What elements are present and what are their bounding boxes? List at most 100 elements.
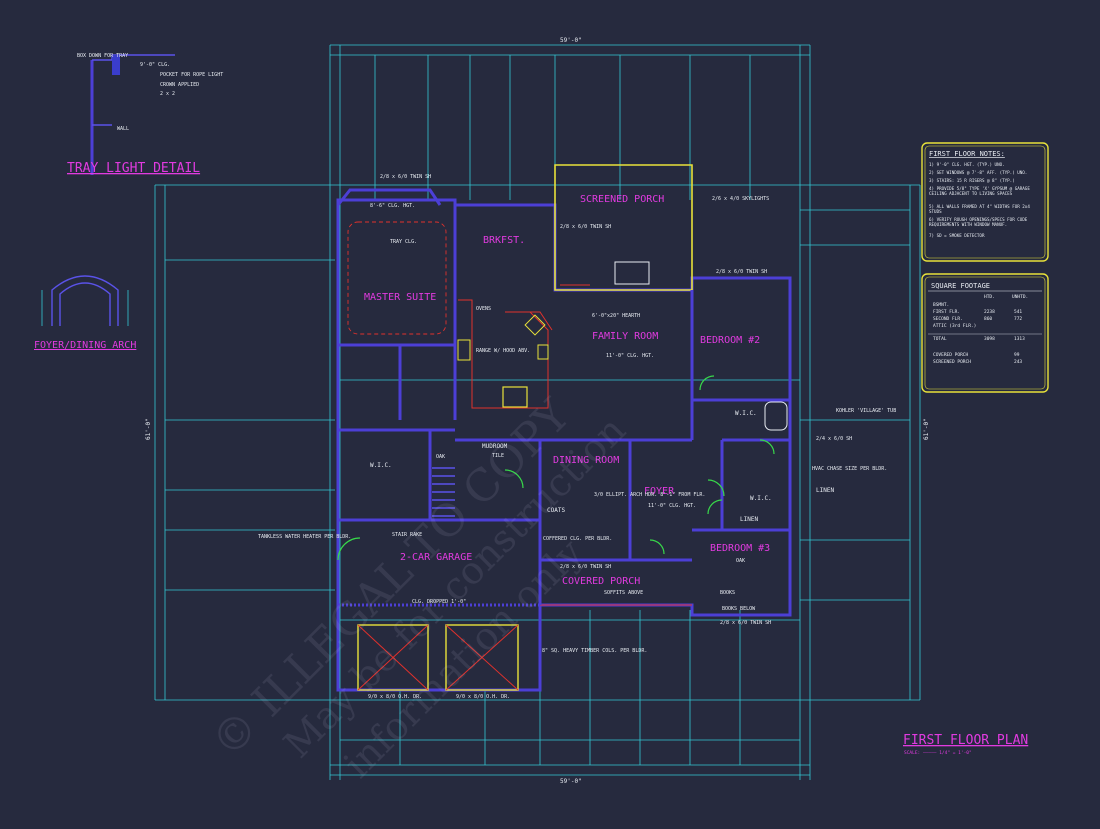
note-tub: KOHLER 'VILLAGE' TUB	[836, 408, 896, 414]
notes-title: FIRST FLOOR NOTES:	[929, 150, 1005, 158]
note-coats: COATS	[547, 507, 565, 514]
plan-title-block: FIRST FLOOR PLAN SCALE: ————— 1/4" = 1'-…	[903, 733, 1028, 756]
sqft-row-1-unhtd: 541	[1014, 309, 1022, 315]
label-bedroom-2: BEDROOM #2	[700, 335, 760, 346]
tray-note-3: POCKET FOR ROPE LIGHT	[160, 72, 223, 78]
note-tray-clg: TRAY CLG.	[390, 239, 417, 245]
note-hearth: 6'-0"x20" HEARTH	[592, 313, 640, 319]
label-master-suite: MASTER SUITE	[364, 292, 436, 303]
sqft-row-6-unhtd: 243	[1014, 359, 1022, 365]
label-covered-porch: COVERED PORCH	[562, 576, 640, 587]
sqft-row-2-htd: 860	[984, 316, 992, 322]
note-books: BOOKS	[720, 590, 735, 596]
room-notes: 8'-6" CLG. HGT. TRAY CLG. 11'-0" CLG. HG…	[258, 174, 896, 700]
sqft-row-0-label: BSMNT.	[933, 302, 949, 308]
plan-title: FIRST FLOOR PLAN	[903, 733, 1028, 748]
label-screened-porch: SCREENED PORCH	[580, 194, 664, 205]
sqft-title: SQUARE FOOTAGE	[931, 282, 990, 290]
sqft-row-3-label: ATTIC (3rd FLR.)	[933, 323, 976, 329]
sqft-col-unhtd: UNHTD.	[1012, 294, 1028, 300]
note-books-below: BOOKS BELOW	[722, 606, 756, 612]
note-wic-bed3: W.I.C.	[750, 495, 772, 502]
note-ohdoor-left: 9/0 x 8/0 O.H. DR.	[368, 694, 422, 700]
note-tile: TILE	[492, 453, 504, 459]
dim-left-overall: 61'-0"	[145, 418, 152, 440]
note-coffered: COFFERED CLG. PER BLDR.	[543, 536, 612, 542]
sqft-row-5-unhtd: 99	[1014, 352, 1020, 358]
note-skylights: 2/6 x 4/0 SKYLIGHTS	[712, 196, 769, 202]
note-door-porch: 2/8 x 6/0 TWIN SH	[560, 224, 611, 230]
dim-top-overall: 59'-0"	[560, 37, 582, 44]
room-labels: MASTER SUITE BRKFST. SCREENED PORCH FAMI…	[364, 194, 770, 587]
note-door-master: 2/8 x 6/0 TWIN SH	[380, 174, 431, 180]
sqft-row-1-label: FIRST FLR.	[933, 309, 960, 315]
sqft-row-4-unhtd: 1313	[1014, 336, 1025, 342]
tray-note-6: WALL	[117, 126, 129, 132]
sqft-row-4-htd: 3098	[984, 336, 995, 342]
note-master-clg: 8'-6" CLG. HGT.	[370, 203, 415, 209]
note-oak-bed3: OAK	[736, 558, 745, 564]
note-window-sh: 2/4 x 6/0 SH	[816, 436, 852, 442]
note-dining-arch: 3/0 ELLIPT. ARCH HDR. 8'-1" FROM FLR.	[594, 492, 705, 498]
plan-scale: SCALE: ————— 1/4" = 1'-0"	[904, 750, 972, 756]
tray-light-detail: BOX DOWN FOR TRAY 9'-0" CLG. POCKET FOR …	[67, 53, 223, 176]
dimension-labels: 59'-0" 59'-0" 61'-0" 61'-0"	[145, 37, 930, 785]
tray-note-5: 2 x 2	[160, 91, 175, 97]
note-ohdoor-right: 9/0 x 8/0 O.H. DR.	[456, 694, 510, 700]
interior-walls	[338, 205, 790, 607]
note-oak-stair: OAK	[436, 454, 445, 460]
tray-note-1: BOX DOWN FOR TRAY	[77, 53, 128, 59]
first-floor-notes: FIRST FLOOR NOTES: 1) 9'-0" CLG. HGT. (T…	[921, 142, 1049, 262]
notes-line-7: 7) SD = SMOKE DETECTOR	[929, 233, 985, 238]
watermark-line-2: May be for construction	[275, 408, 634, 767]
note-hvac: HVAC CHASE SIZE PER BLDR.	[812, 466, 887, 472]
label-brkfst: BRKFST.	[483, 235, 525, 246]
arch-detail: FOYER/DINING ARCH	[34, 275, 136, 351]
arch-detail-title: FOYER/DINING ARCH	[34, 340, 136, 351]
dimension-lines	[154, 44, 921, 780]
label-bedroom-3: BEDROOM #3	[710, 543, 770, 554]
note-linen: LINEN	[740, 516, 758, 523]
sqft-row-2-unhtd: 772	[1014, 316, 1022, 322]
note-covered-cols: 8" SQ. HEAVY TIMBER COLS. PER BLDR.	[542, 648, 647, 654]
notes-line-5: 5) ALL WALLS FRAMED AT 4" WIDTHS FOR 2x4…	[929, 204, 1030, 214]
stairs	[432, 467, 455, 517]
note-linen-callout: LINEN	[816, 487, 834, 494]
sqft-row-6-label: SCREENED PORCH	[933, 359, 971, 365]
sqft-row-5-label: COVERED PORCH	[933, 352, 969, 358]
sqft-row-1-htd: 2238	[984, 309, 995, 315]
garage-door-left	[357, 624, 429, 691]
sqft-col-htd: HTD.	[984, 294, 995, 300]
note-heater: TANKLESS WATER HEATER PER BLDR.	[258, 534, 351, 540]
note-ovens: OVENS	[476, 306, 491, 312]
note-stair: STAIR RAKE	[392, 532, 422, 538]
note-soffits: SOFFITS ABOVE	[604, 590, 643, 596]
note-mudroom: MUDROOM	[482, 443, 508, 450]
sqft-row-2-label: SECOND FLR.	[933, 316, 963, 322]
notes-line-3: 3) STAIRS: 15 R RISERS @ 8" (TYP.)	[929, 178, 1015, 183]
notes-line-6: 6) VERIFY ROUGH OPENINGS/SPECS FOR CODE …	[929, 217, 1028, 227]
tray-detail-title: TRAY LIGHT DETAIL	[67, 161, 200, 176]
watermark: © ILLEGAL TO COPY May be for constructio…	[202, 389, 634, 786]
notes-line-1: 1) 9'-0" CLG. HGT. (TYP.) UNO.	[929, 162, 1005, 167]
bathtub	[764, 401, 788, 431]
garage-door-right	[445, 624, 519, 691]
dim-bottom-overall: 59'-0"	[560, 778, 582, 785]
note-wic-master: W.I.C.	[370, 462, 392, 469]
note-door-bed3: 2/8 x 6/0 TWIN SH	[720, 620, 771, 626]
label-foyer: FOYER	[644, 486, 675, 497]
notes-line-2: 2) SET WINDOWS @ 7'-8" AFF. (TYP.) UNO.	[929, 170, 1027, 175]
fireplace	[614, 261, 650, 285]
note-range: RANGE W/ HOOD ABV.	[476, 348, 530, 354]
dim-right-overall: 61'-0"	[923, 418, 930, 440]
kitchen	[457, 299, 553, 409]
note-wic-bed2: W.I.C.	[735, 410, 757, 417]
notes-line-4: 4) PROVIDE 5/8" TYPE 'X' GYPSUM @ GARAGE…	[929, 186, 1030, 196]
label-family-room: FAMILY ROOM	[592, 331, 658, 342]
note-garage-clg: CLG. DROPPED 1'-0"	[412, 599, 466, 605]
tray-note-2: 9'-0" CLG.	[140, 62, 170, 68]
square-footage-box: SQUARE FOOTAGE HTD. UNHTD.	[921, 273, 1049, 393]
note-door-bed2: 2/8 x 6/0 TWIN SH	[716, 269, 767, 275]
label-garage: 2-CAR GARAGE	[400, 552, 472, 563]
